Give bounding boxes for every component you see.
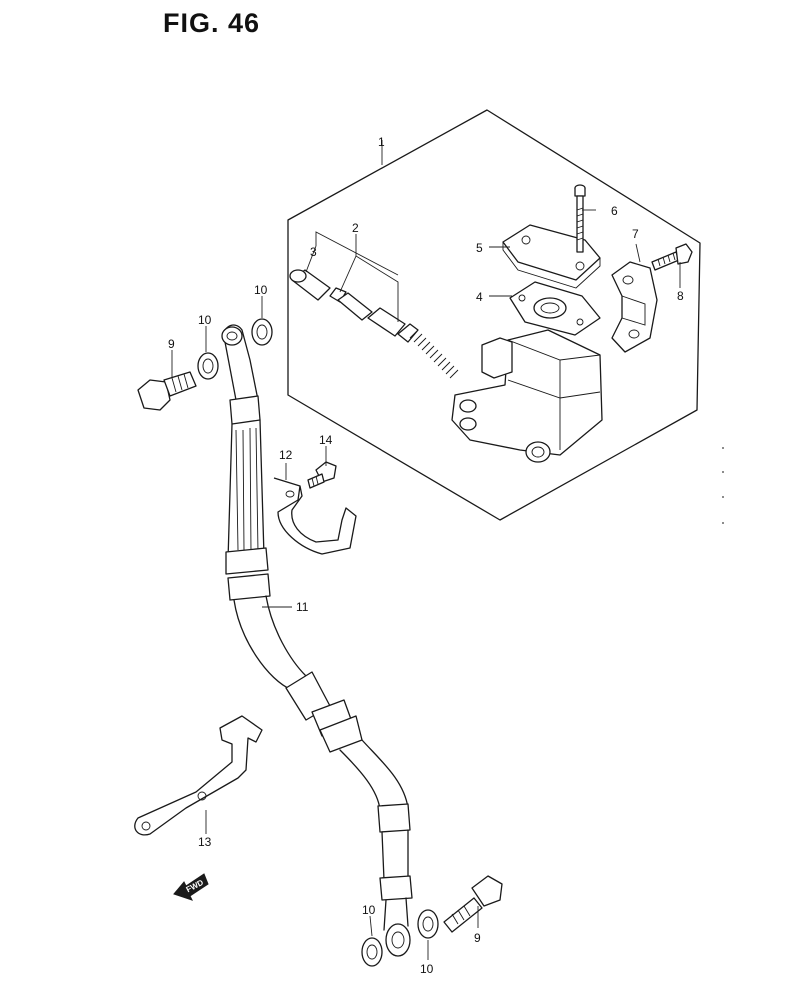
washer-bottom-left [361,937,383,967]
callout-10-top-right: 10 [254,283,268,297]
handlebar-holder [611,261,658,353]
callout-9-top: 9 [168,337,175,351]
callout-11: 11 [296,600,309,614]
callout-7: 7 [632,227,639,241]
callout-8: 8 [677,289,684,303]
callout-10-top-left: 10 [198,313,212,327]
callout-1: 1 [378,135,385,149]
washer-top-left [197,352,219,380]
callout-6: 6 [611,204,618,218]
clamp-screw [307,461,337,489]
hose-clamp [273,477,357,555]
margin-ticks [722,447,724,524]
hose-bracket [134,715,263,836]
reservoir-cap [502,224,601,289]
callout-10-bottom-left: 10 [362,903,376,917]
callout-14: 14 [319,433,333,447]
callout-9-bottom: 9 [474,931,481,945]
forward-direction-arrow: FWD [173,873,209,901]
master-cylinder-assembly-outline [287,109,701,521]
leader-lines [171,140,681,960]
piston-set [289,269,459,379]
master-cylinder-body [451,329,603,463]
figure-title: FIG. 46 [163,8,261,38]
callout-3: 3 [310,245,317,259]
washer-bottom-right [417,909,439,939]
union-bolt-top [137,371,197,411]
callout-10-bottom-right: 10 [420,962,434,976]
callout-13: 13 [198,835,212,849]
washer-top-right [251,318,273,346]
callout-4: 4 [476,290,483,304]
cap-screw [574,184,586,253]
callout-2: 2 [352,221,359,235]
callout-5: 5 [476,241,483,255]
brake-hose [221,324,413,957]
union-bolt-bottom [443,875,503,933]
callout-12: 12 [279,448,293,462]
holder-bolt [651,243,693,271]
gasket [509,281,601,336]
